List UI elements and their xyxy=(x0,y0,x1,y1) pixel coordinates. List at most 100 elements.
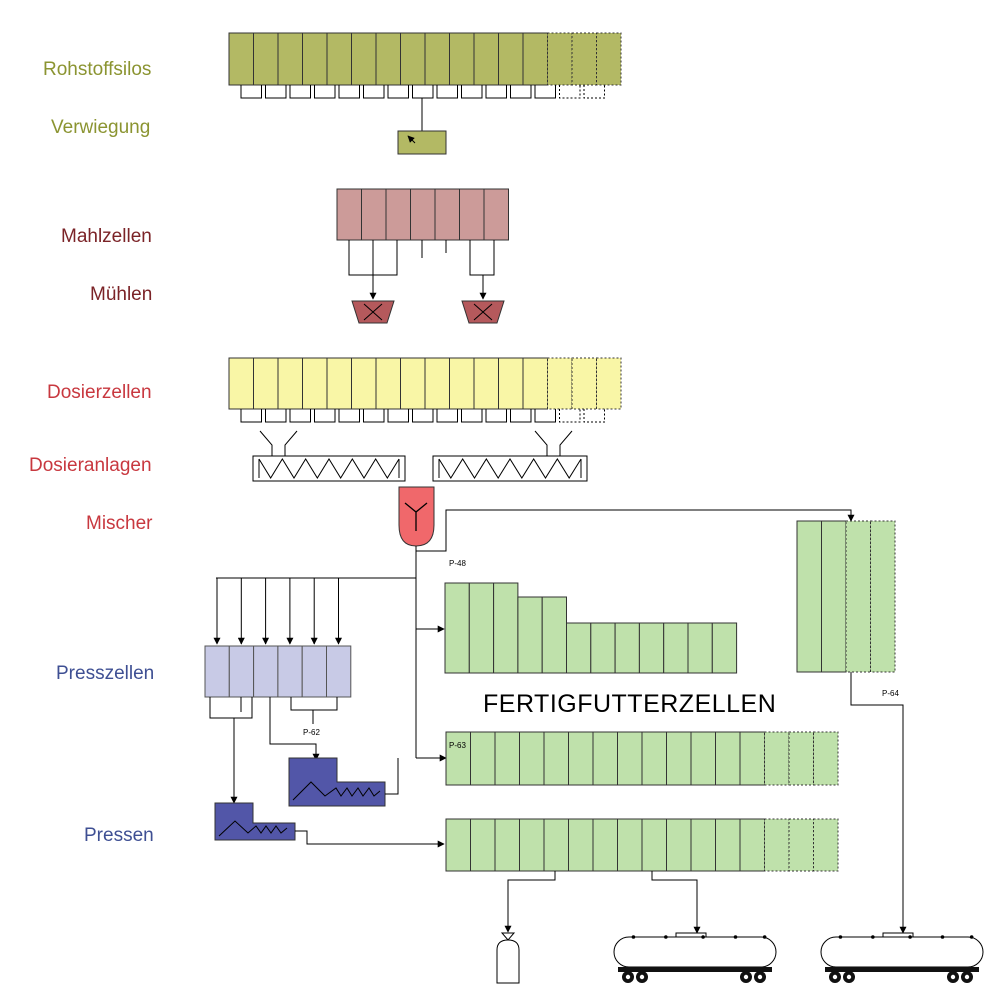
rohstoffsilo-3 xyxy=(277,32,303,86)
label-rohstoffsilos: Rohstoffsilos xyxy=(43,59,152,80)
outlet xyxy=(461,85,483,99)
fertigfutterzelle-m-5 xyxy=(543,731,569,786)
rohstoffsilo-8 xyxy=(400,32,426,86)
niete xyxy=(631,935,636,939)
rohstoffsilo-2 xyxy=(253,32,279,86)
fertigfutterzelle-m-13 xyxy=(739,731,765,786)
fertigfutterzelle-u-10 xyxy=(666,818,692,872)
dosierzelle-14 xyxy=(547,357,573,410)
label-presszellen: Presszellen xyxy=(56,663,155,684)
fertigfutterzelle-u-11 xyxy=(690,818,716,872)
outlet xyxy=(510,409,532,423)
rohstoffsilo-16 xyxy=(596,32,622,86)
absack-behaelter xyxy=(496,932,520,984)
fertigfutterzelle-m-6 xyxy=(568,731,594,786)
tankwagen-2 xyxy=(820,932,984,983)
presse-2 xyxy=(214,802,296,841)
fertigfutterzelle-10 xyxy=(663,622,689,674)
schnecke-gehaeuse xyxy=(252,455,406,482)
outlet xyxy=(314,409,336,423)
rohstoffsilo-14 xyxy=(547,32,573,86)
kessel xyxy=(820,936,984,968)
presszellen-zulauf xyxy=(213,578,342,645)
rohstoffsilo-12 xyxy=(498,32,524,86)
outlet xyxy=(559,409,581,423)
fertigfutterzelle-m-12 xyxy=(715,731,741,786)
dosieranlage-schnecke-2 xyxy=(432,455,588,482)
fertigfutterzelle-u-5 xyxy=(543,818,569,872)
mahlzelle-5 xyxy=(434,188,460,241)
fertigfutterzellen-oben xyxy=(444,582,738,674)
outlet xyxy=(534,409,556,423)
niete xyxy=(733,935,738,939)
fertigfutterzellen-unten xyxy=(445,818,839,872)
presszelle-5 xyxy=(301,645,328,698)
dosier-funnels xyxy=(259,430,573,456)
dosierzelle-15 xyxy=(571,357,597,410)
label-verwiegung: Verwiegung xyxy=(51,117,151,138)
fahrgestell xyxy=(618,967,772,972)
outlet xyxy=(240,85,262,99)
rohstoffsilo-1 xyxy=(228,32,254,86)
dosierzelle-12 xyxy=(498,357,524,410)
dosierzelle-2 xyxy=(253,357,279,410)
fertigfutterzelle-m-8 xyxy=(617,731,643,786)
fertigfutterzelle-m-1 xyxy=(445,731,471,786)
mahlzellen-outlets xyxy=(348,240,495,300)
outlet xyxy=(289,85,311,99)
dosierzelle-7 xyxy=(375,357,401,410)
dosierzelle-10 xyxy=(449,357,475,410)
outlet xyxy=(289,409,311,423)
fertigfutterzelle-m-16 xyxy=(813,731,839,786)
label-mischer: Mischer xyxy=(86,513,153,534)
mahlzelle-4 xyxy=(410,188,436,241)
mahlzelle-3 xyxy=(385,188,411,241)
presse-1 xyxy=(288,757,386,807)
label-muehlen: Mühlen xyxy=(90,284,153,305)
fertigfutterzelle-1 xyxy=(444,582,470,674)
dosierzelle-9 xyxy=(424,357,450,410)
presszellen-outlets xyxy=(209,697,338,804)
dosieranlage-schnecke-1 xyxy=(252,455,406,482)
radnabe xyxy=(964,974,970,980)
dosierzelle-1 xyxy=(228,357,254,410)
fertigfutterzelle-r-4 xyxy=(870,520,896,673)
rohstoffsilo-4 xyxy=(302,32,328,86)
outlet xyxy=(387,409,409,423)
outlet xyxy=(485,409,507,423)
kessel xyxy=(613,936,777,968)
fertigfutterzelle-u-12 xyxy=(715,818,741,872)
outlet xyxy=(461,409,483,423)
schnecke-gehaeuse xyxy=(432,455,588,482)
label-mahlzellen: Mahlzellen xyxy=(61,226,152,247)
label-fertigfutterzellen: FERTIGFUTTERZELLEN xyxy=(483,690,777,718)
mischer xyxy=(398,486,435,547)
radnabe xyxy=(832,974,838,980)
fertigfutterzelle-m-2 xyxy=(470,731,496,786)
rohstoffsilo-10 xyxy=(449,32,475,86)
niete xyxy=(908,935,912,939)
outlet xyxy=(559,85,581,99)
fertigfutterzelle-u-9 xyxy=(641,818,667,872)
outlet xyxy=(583,85,605,99)
mahlzelle-6 xyxy=(459,188,485,241)
outlet xyxy=(314,85,336,99)
fertigfutterzelle-r-3 xyxy=(845,520,871,673)
outlet xyxy=(265,409,287,423)
fertigfutterzelle-m-11 xyxy=(690,731,716,786)
dosierzelle-4 xyxy=(302,357,328,410)
rohstoffsilo-5 xyxy=(326,32,352,86)
presszelle-4 xyxy=(277,645,303,698)
niete xyxy=(664,935,668,939)
dosierzelle-11 xyxy=(473,357,499,410)
fertigfutterzelle-3 xyxy=(493,582,519,674)
fertigfutterzelle-m-9 xyxy=(641,731,667,786)
schnecke-wendel xyxy=(438,458,582,479)
dosierzelle-3 xyxy=(277,357,303,410)
fertigfutterzelle-u-8 xyxy=(617,818,643,872)
pipe-tag-p64: P-64 xyxy=(882,689,899,698)
fertigfutterzelle-u-3 xyxy=(494,818,520,872)
fertigfutterzelle-6 xyxy=(566,622,592,674)
dosierzelle-16 xyxy=(596,357,622,410)
niete xyxy=(838,935,843,939)
